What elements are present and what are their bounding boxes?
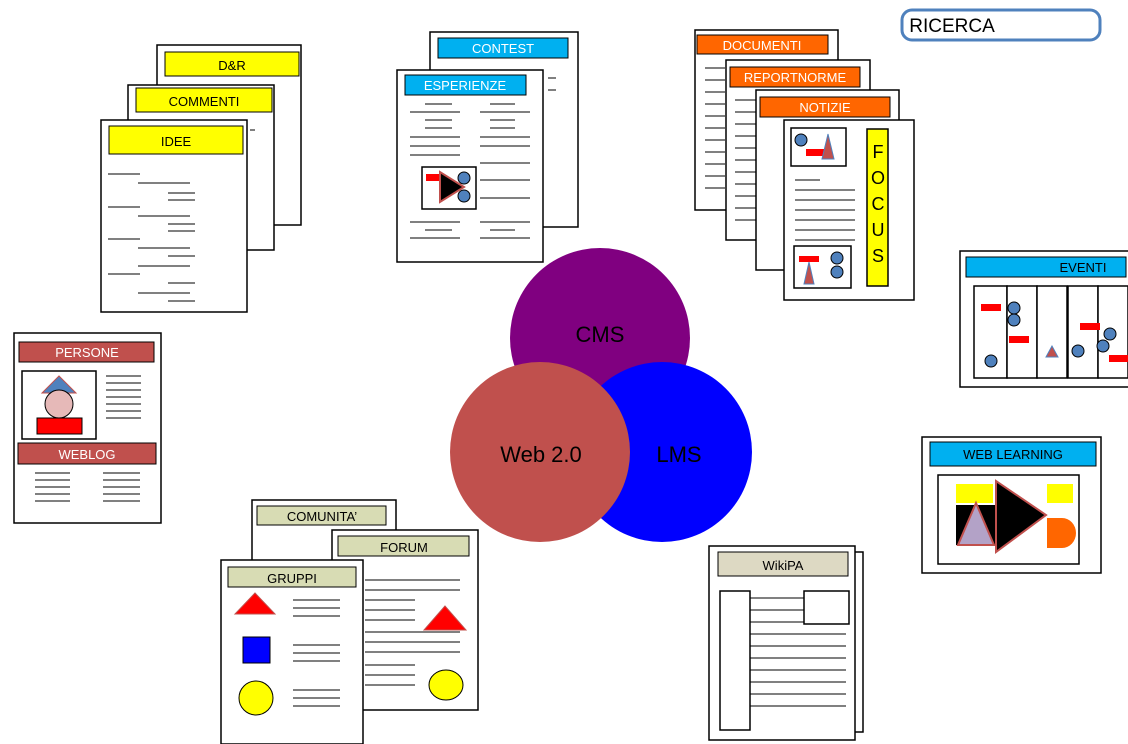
wikipa-text-lines (750, 597, 846, 707)
experience-pages: CONTEST ESPERIENZE (396, 31, 579, 263)
dr-header (164, 51, 300, 77)
forum-text-lines (365, 579, 460, 686)
esperienze-label: ESPERIENZE (424, 78, 507, 93)
news-pages: DOCUMENTI REPORTNORME (694, 29, 915, 301)
community-pages: D&R COMMENTI IDEE (100, 44, 302, 313)
ricerca-pill (900, 8, 1102, 42)
focus-letter: O (871, 168, 885, 188)
idee-label: IDEE (161, 134, 192, 149)
esperienze-page (396, 69, 544, 263)
reportnorme-label: REPORTNORME (744, 70, 847, 85)
notizie-image-bottom (793, 245, 852, 289)
idee-header (108, 125, 244, 155)
ricerca-box: RICERCA (900, 8, 1102, 42)
wikipa-label: WikiPA (763, 558, 804, 573)
comunita-header (256, 505, 387, 526)
documenti-header (696, 34, 829, 55)
focus-letter: F (873, 142, 884, 162)
documenti-label: DOCUMENTI (723, 38, 802, 53)
web20-circle (450, 362, 630, 542)
gruppi-page (220, 559, 364, 744)
eventi-header (965, 256, 1127, 278)
lms-label: LMS (656, 442, 701, 467)
gruppi-header (227, 566, 357, 588)
focus-letter: S (872, 246, 884, 266)
weblearning-panel: WEB LEARNING (921, 436, 1102, 574)
contest-header (437, 37, 569, 59)
persone-label: PERSONE (55, 345, 119, 360)
notizie-text-lines (795, 179, 855, 241)
notizie-image-top (790, 127, 847, 167)
weblearning-label: WEB LEARNING (963, 447, 1063, 462)
web20-label: Web 2.0 (500, 442, 582, 467)
media-icon (421, 166, 477, 210)
venn-diagram: CMS LMS Web 2.0 (450, 248, 752, 542)
ricerca-label: RICERCA (909, 16, 995, 37)
persone-header (18, 341, 155, 363)
eventi-label: EVENTI (1060, 260, 1107, 275)
dr-label: D&R (218, 58, 245, 73)
weblog-header (17, 442, 157, 465)
persona-avatar (21, 370, 97, 440)
cms-label: CMS (576, 322, 625, 347)
persone-text-lines (106, 375, 141, 419)
idee-text-lines (108, 129, 255, 302)
forum-header (337, 535, 470, 557)
notizie-header (759, 96, 891, 118)
persone-pages: PERSONE WEBLOG (13, 332, 162, 524)
wikipa-image (803, 590, 850, 625)
gruppi-text-lines (293, 599, 340, 707)
comunita-label: COMUNITA’ (287, 509, 357, 524)
forum-label: FORUM (380, 540, 428, 555)
weblog-label: WEBLOG (58, 447, 115, 462)
weblearning-header (929, 441, 1097, 467)
notizie-label: NOTIZIE (799, 100, 851, 115)
focus-letter: C (872, 194, 885, 214)
wikipa-pages: WikiPA (708, 545, 864, 741)
esperienze-text-lines (410, 77, 556, 239)
commenti-label: COMMENTI (169, 94, 240, 109)
gruppi-label: GRUPPI (267, 571, 317, 586)
wikipa-header (717, 551, 849, 577)
focus-letter: U (872, 220, 885, 240)
esperienze-header (404, 74, 527, 96)
commenti-header (135, 87, 273, 113)
wikipa-sidebar (719, 590, 751, 731)
reportnorme-header (729, 66, 861, 88)
weblog-text-lines (35, 472, 140, 502)
social-pages: COMUNITA’ FORUM GRUPPI (220, 499, 479, 744)
focus-banner: F O C U S (866, 128, 889, 287)
eventi-calendar: EVENTI (959, 250, 1128, 388)
contest-label: CONTEST (472, 41, 534, 56)
